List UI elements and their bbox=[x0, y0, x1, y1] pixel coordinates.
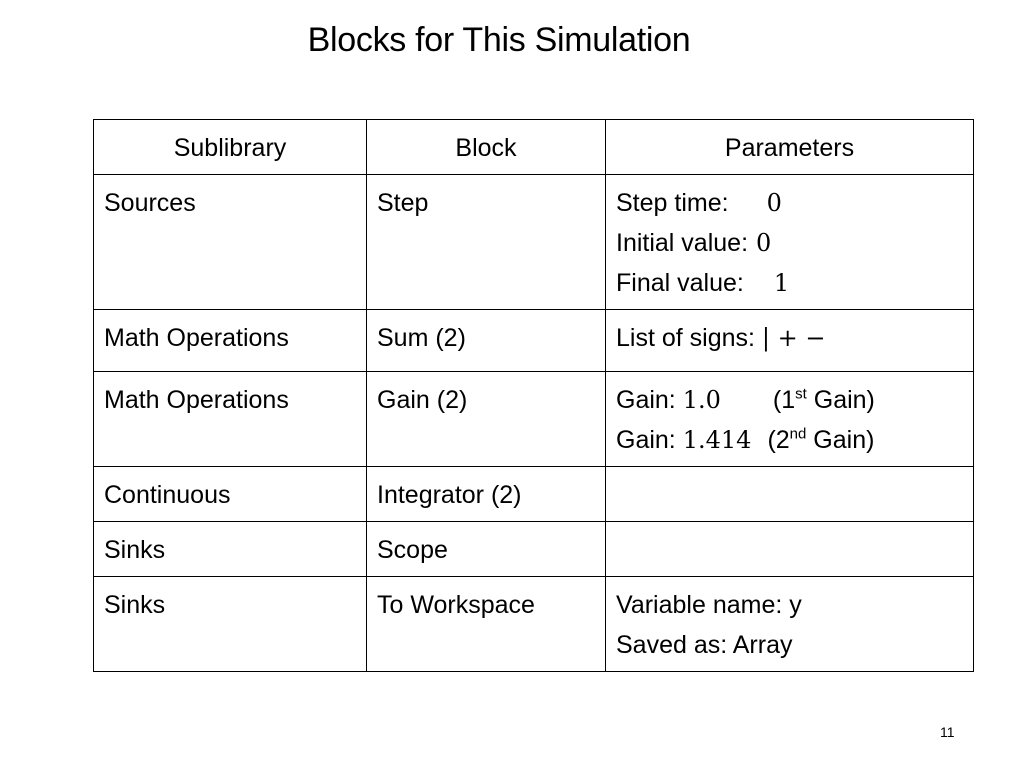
cell-block: To Workspace bbox=[366, 576, 606, 672]
table-row: Math Operations Gain (2) Gain: 1.0 (1st G… bbox=[93, 371, 974, 467]
param-line: Gain: 1.414 (2nd Gain) bbox=[616, 420, 963, 460]
param-line: Final value: 1 bbox=[616, 263, 963, 303]
table-row: Continuous Integrator (2) bbox=[93, 466, 974, 522]
table-row: Math Operations Sum (2) List of signs: |… bbox=[93, 309, 974, 372]
cell-parameters: Variable name: y Saved as: Array bbox=[605, 576, 974, 672]
param-value: 0 bbox=[766, 189, 782, 217]
param-value: 1 bbox=[773, 269, 790, 297]
cell-sublibrary: Continuous bbox=[93, 466, 367, 522]
header-parameters: Parameters bbox=[605, 119, 974, 175]
table-row: Sinks Scope bbox=[93, 521, 974, 577]
cell-block: Sum (2) bbox=[366, 309, 606, 372]
cell-sublibrary: Math Operations bbox=[93, 309, 367, 372]
param-label: Gain: bbox=[616, 426, 676, 454]
param-note: (1st Gain) bbox=[772, 385, 875, 414]
blocks-table: Sublibrary Block Parameters Sources Step… bbox=[93, 119, 974, 672]
param-value: | + − bbox=[761, 324, 826, 352]
cell-parameters: Step time:0 Initial value:0 Final value:… bbox=[605, 174, 974, 310]
table-row: Sources Step Step time:0 Initial value:0… bbox=[93, 174, 974, 310]
cell-parameters bbox=[605, 466, 974, 522]
param-note: (2nd Gain) bbox=[767, 425, 875, 454]
param-value: 0 bbox=[756, 229, 772, 257]
cell-sublibrary: Math Operations bbox=[93, 371, 367, 467]
param-value: 1.0 bbox=[682, 386, 721, 414]
param-label: List of signs: bbox=[616, 324, 755, 352]
cell-block: Gain (2) bbox=[366, 371, 606, 467]
cell-block: Step bbox=[366, 174, 606, 310]
param-line: List of signs: | + − bbox=[616, 318, 963, 358]
table-row: Sinks To Workspace Variable name: y Save… bbox=[93, 576, 974, 672]
param-value: 1.414 bbox=[682, 426, 752, 454]
param-line: Initial value:0 bbox=[616, 223, 963, 263]
cell-parameters: List of signs: | + − bbox=[605, 309, 974, 372]
param-label: Gain: bbox=[616, 386, 676, 414]
header-block: Block bbox=[366, 119, 606, 175]
param-label: Step time: bbox=[616, 189, 729, 217]
param-line: Variable name: y bbox=[616, 591, 802, 619]
table-header-row: Sublibrary Block Parameters bbox=[93, 119, 974, 175]
cell-sublibrary: Sinks bbox=[93, 576, 367, 672]
param-label: Initial value: bbox=[616, 229, 749, 257]
cell-parameters bbox=[605, 521, 974, 577]
slide-title: Blocks for This Simulation bbox=[307, 21, 691, 59]
cell-block: Scope bbox=[366, 521, 606, 577]
cell-parameters: Gain: 1.0 (1st Gain) Gain: 1.414 (2nd Gain… bbox=[605, 371, 974, 467]
param-line: Gain: 1.0 (1st Gain) bbox=[616, 380, 963, 420]
cell-block: Integrator (2) bbox=[366, 466, 606, 522]
cell-sublibrary: Sources bbox=[93, 174, 367, 310]
param-line: Saved as: Array bbox=[616, 631, 793, 659]
page-number: 11 bbox=[940, 724, 955, 740]
param-line: Step time: 0 bbox=[616, 183, 963, 223]
cell-sublibrary: Sinks bbox=[93, 521, 367, 577]
param-label: Final value: bbox=[616, 269, 744, 297]
header-sublibrary: Sublibrary bbox=[93, 119, 367, 175]
